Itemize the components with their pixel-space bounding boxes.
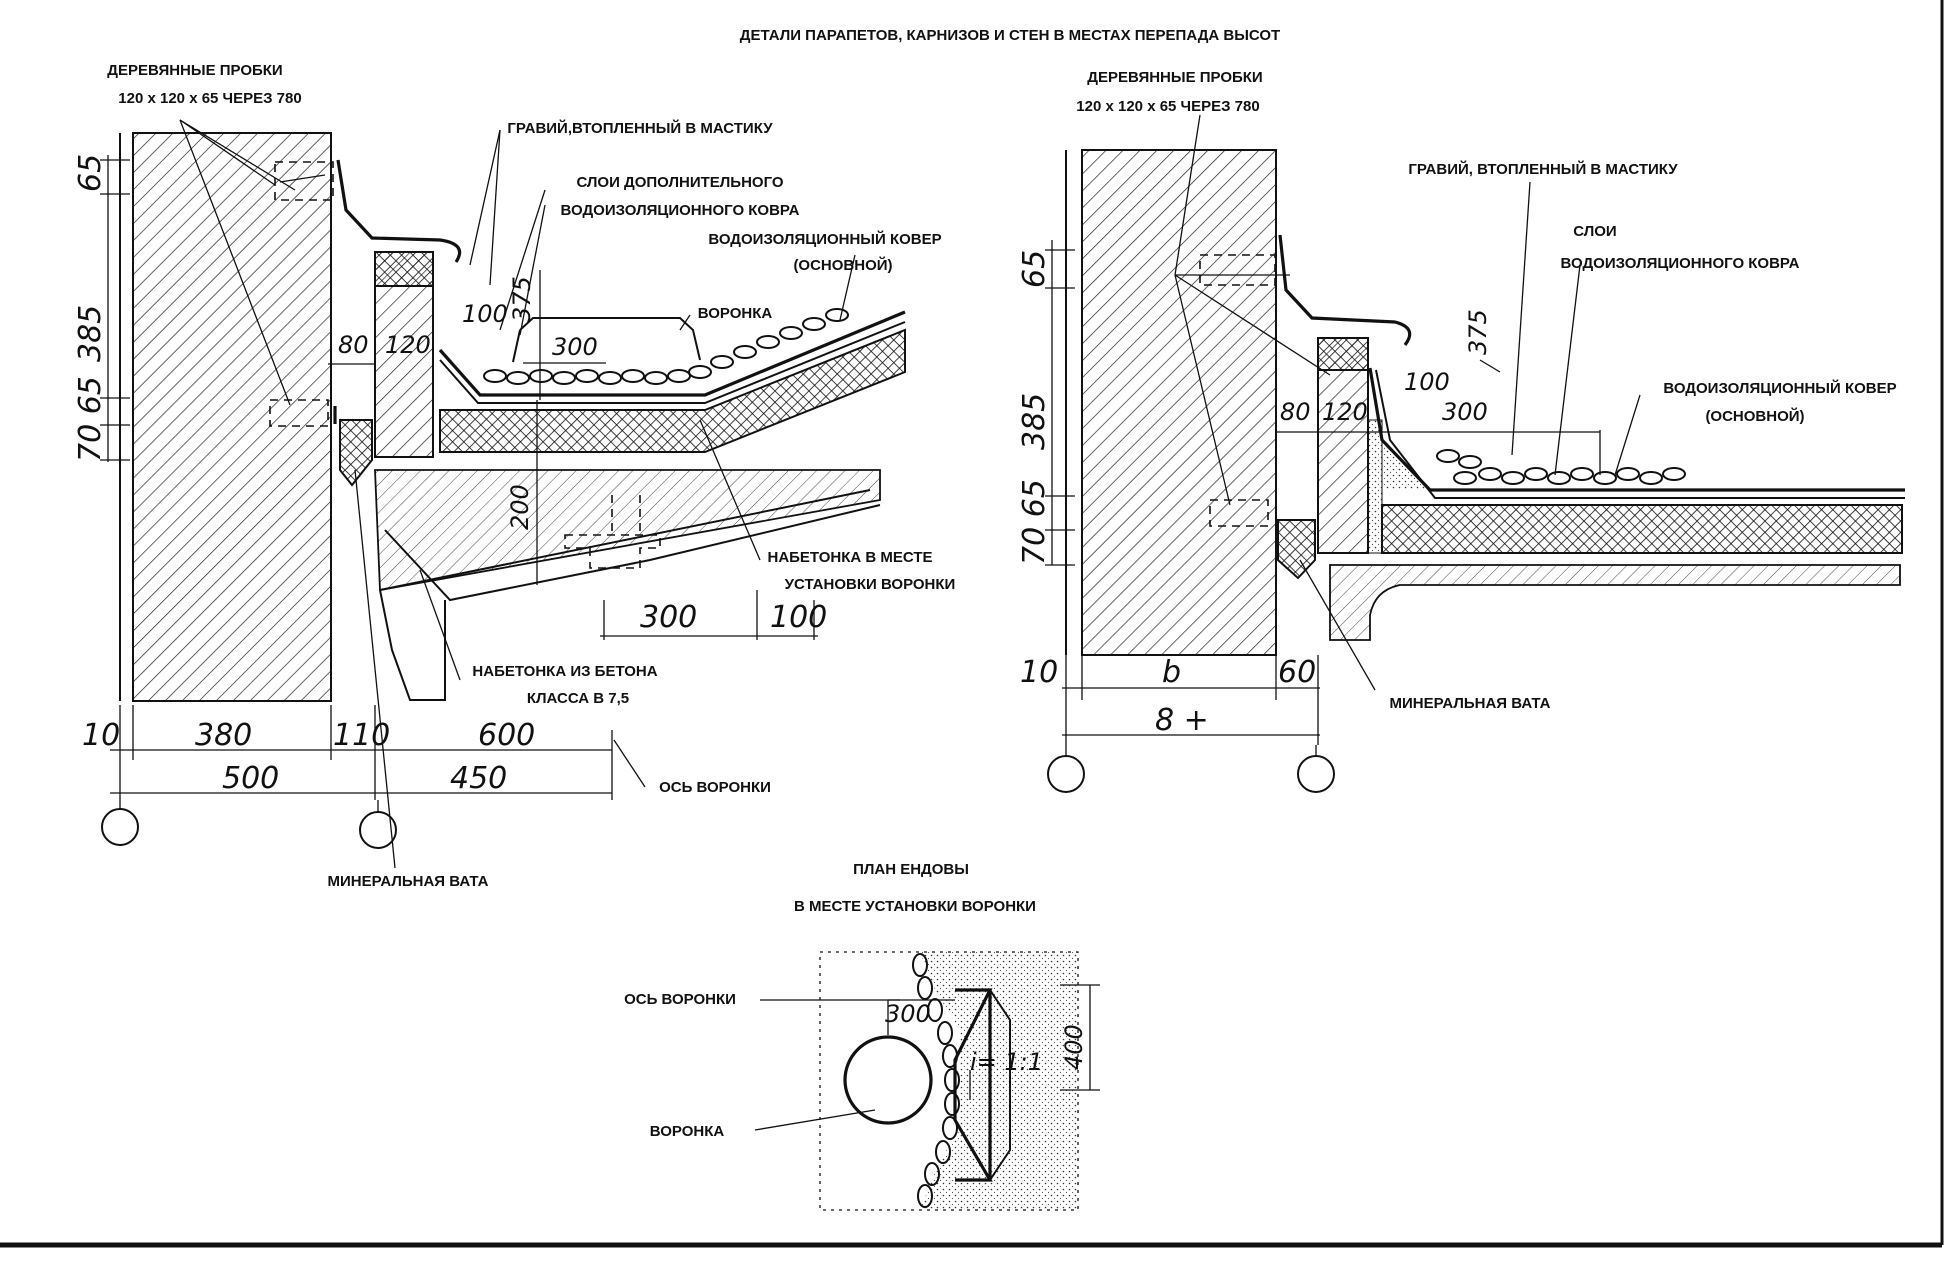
left-label-screed-funnel-2: УСТАНОВКИ ВОРОНКИ [785, 576, 956, 593]
sheet-frame [0, 0, 1944, 1248]
right-label-layers-2: ВОДОИЗОЛЯЦИОННОГО КОВРА [1561, 255, 1800, 272]
right-vertical-dims [1045, 240, 1075, 566]
left-label-funnel: ВОРОНКА [698, 305, 773, 322]
right-dim-300: 300 [1442, 398, 1488, 426]
left-dim-100-bot: 100 [770, 600, 827, 635]
right-slab [1329, 564, 1901, 641]
left-dim-200: 200 [506, 484, 534, 530]
right-label-main-carpet-1: ВОДОИЗОЛЯЦИОННЫЙ КОВЕР [1663, 379, 1896, 397]
right-dim-80: 80 [1280, 398, 1311, 426]
right-dim-65: 65 [1017, 250, 1052, 288]
left-dim-300-bot: 300 [640, 600, 697, 635]
left-label-screed-funnel-1: НАБЕТОНКА В МЕСТЕ [767, 549, 932, 566]
left-label-screed-concrete-2: КЛАССА В 7,5 [527, 690, 629, 707]
left-leaders [179, 119, 856, 869]
left-label-mineral-wool: МИНЕРАЛЬНАЯ ВАТА [328, 873, 489, 890]
left-funnel-body [564, 495, 661, 569]
left-axis-marker-1 [101, 808, 139, 846]
left-dim-380: 380 [195, 718, 252, 753]
right-wood-plug-top [1199, 254, 1276, 286]
right-dim-b: b [1162, 655, 1181, 690]
right-dim-10: 10 [1020, 655, 1058, 690]
right-dim-100: 100 [1404, 368, 1450, 396]
right-wood-plug-bottom [1209, 499, 1269, 527]
right-leaders [1174, 114, 1641, 691]
left-dim-10: 10 [82, 718, 120, 753]
right-detail: 65 385 70 65 80 120 100 375 300 10 b 60 … [1017, 69, 1905, 793]
right-label-gravel: ГРАВИЙ, ВТОПЛЕННЫЙ В МАСТИКУ [1408, 160, 1678, 178]
left-dim-70-65: 70 65 [73, 376, 108, 462]
left-insulation-layer [439, 328, 906, 453]
plan-label-funnel-axis: ОСЬ ВОРОНКИ [624, 991, 736, 1008]
left-dim-100: 100 [462, 300, 508, 328]
right-dim-60: 60 [1278, 655, 1316, 690]
right-dim-375: 375 [1464, 309, 1492, 355]
left-gravel [483, 308, 849, 385]
left-roof-carpet [438, 310, 906, 397]
right-label-wood-plugs-2: 120 x 120 x 65 ЧЕРЕЗ 780 [1076, 98, 1259, 115]
plan-gravel-edge [912, 953, 960, 1208]
right-dim-70-65: 70 65 [1017, 479, 1052, 565]
plan-title-1: ПЛАН ЕНДОВЫ [853, 861, 969, 878]
plan-title-2: В МЕСТЕ УСТАНОВКИ ВОРОНКИ [794, 898, 1036, 915]
left-mineral-wool [339, 419, 373, 487]
left-wood-plug-bottom [269, 399, 329, 427]
left-wood-plug-top [274, 161, 334, 201]
right-metal-flashing [1278, 234, 1412, 346]
right-roof-carpet [1368, 367, 1905, 492]
plan-funnel-circle [843, 1035, 933, 1125]
plan-slope: i= 1:1 [970, 1048, 1043, 1076]
left-label-main-carpet-1: ВОДОИЗОЛЯЦИОННЫЙ КОВЕР [708, 230, 941, 248]
plan-detail: ПЛАН ЕНДОВЫ В МЕСТЕ УСТАНОВКИ ВОРОНКИ 30… [624, 861, 1100, 1211]
plan-label-funnel: ВОРОНКА [650, 1123, 725, 1140]
left-screed-wedge [374, 469, 881, 592]
left-label-screed-concrete-1: НАБЕТОНКА ИЗ БЕТОНА [472, 663, 657, 680]
left-bottom-dims [110, 705, 613, 800]
left-brick-wall [132, 132, 332, 702]
plan-dim-300: 300 [885, 1000, 931, 1028]
left-dim-500: 500 [222, 761, 279, 796]
left-dim-385: 385 [73, 305, 108, 362]
right-axis-marker-1 [1047, 755, 1085, 793]
left-label-wood-plugs-2: 120 x 120 x 65 ЧЕРЕЗ 780 [118, 90, 301, 107]
right-brick-wall [1081, 149, 1277, 656]
plan-concrete-area [920, 952, 1078, 1210]
right-dim-120: 120 [1322, 398, 1368, 426]
right-label-layers-1: СЛОИ [1573, 223, 1616, 240]
left-label-wood-plugs-1: ДЕРЕВЯННЫЕ ПРОБКИ [107, 62, 282, 79]
right-gravel [1436, 449, 1686, 485]
drawing-title: ДЕТАЛИ ПАРАПЕТОВ, КАРНИЗОВ И СТЕН В МЕСТ… [740, 27, 1280, 44]
right-bottom-dims [1062, 655, 1320, 745]
left-detail: 65 385 70 65 80 120 100 375 300 200 300 … [73, 62, 955, 890]
left-label-extra-layers-1: СЛОИ ДОПОЛНИТЕЛЬНОГО [576, 174, 783, 191]
left-dim-80: 80 [338, 331, 369, 359]
left-label-main-carpet-2: (ОСНОВНОЙ) [793, 256, 892, 274]
left-dim-65: 65 [73, 154, 108, 192]
right-label-main-carpet-2: (ОСНОВНОЙ) [1705, 407, 1804, 425]
right-dim-385: 385 [1017, 393, 1052, 450]
left-label-gravel: ГРАВИЙ,ВТОПЛЕННЫЙ В МАСТИКУ [507, 119, 773, 137]
left-dim-450: 450 [450, 761, 507, 796]
right-label-wood-plugs-1: ДЕРЕВЯННЫЕ ПРОБКИ [1087, 69, 1262, 86]
right-dim-B: 8 + [1155, 703, 1209, 738]
left-funnel-cap [519, 317, 701, 361]
left-dim-300-top: 300 [552, 333, 598, 361]
right-axis-marker-2 [1297, 755, 1335, 793]
right-mineral-wool [1277, 519, 1316, 580]
left-label-extra-layers-2: ВОДОИЗОЛЯЦИОННОГО КОВРА [561, 202, 800, 219]
left-metal-flashing [336, 159, 462, 263]
left-dim-375: 375 [508, 276, 536, 322]
left-label-funnel-axis: ОСЬ ВОРОНКИ [659, 779, 771, 796]
left-vertical-dims [100, 155, 130, 462]
plan-dim-400: 400 [1060, 1024, 1088, 1070]
right-insulation-layer [1381, 504, 1903, 554]
left-dim-120: 120 [385, 331, 431, 359]
left-dim-600: 600 [478, 718, 535, 753]
right-label-mineral-wool: МИНЕРАЛЬНАЯ ВАТА [1390, 695, 1551, 712]
